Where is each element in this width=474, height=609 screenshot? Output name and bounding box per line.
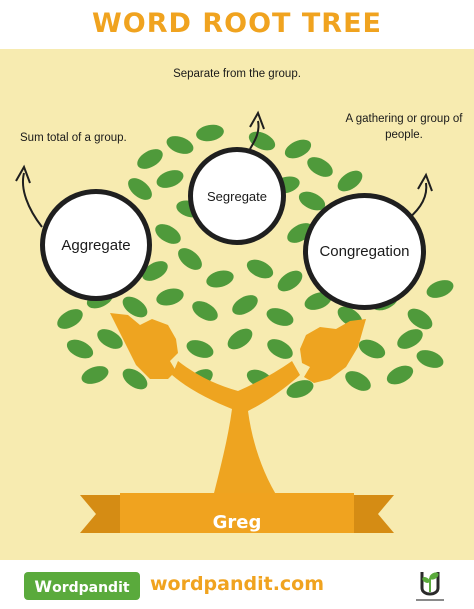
leaf-icon bbox=[266, 308, 294, 326]
footer: Wordpandit wordpandit.com bbox=[0, 560, 474, 609]
leaf-icon bbox=[345, 371, 371, 391]
word-node-congregation: Congregation bbox=[303, 193, 426, 310]
word-node-segregate: Segregate bbox=[188, 147, 286, 245]
leaf-icon bbox=[248, 131, 276, 151]
left-hand-icon bbox=[110, 313, 178, 379]
leaf-icon bbox=[57, 309, 83, 329]
definition-aggregate: Sum total of a group. bbox=[20, 132, 127, 144]
curved-arrow-icon bbox=[249, 120, 260, 150]
leaf-icon bbox=[166, 136, 194, 154]
leaf-icon bbox=[298, 191, 326, 211]
leaf-icon bbox=[267, 339, 293, 359]
site-link[interactable]: wordpandit.com bbox=[149, 573, 325, 595]
leaf-icon bbox=[337, 170, 363, 192]
curved-arrow-icon bbox=[22, 172, 43, 228]
tree-panel: Separate from the group. Sum total of a … bbox=[0, 49, 474, 560]
leaf-icon bbox=[284, 139, 312, 159]
leaf-icon bbox=[122, 296, 148, 318]
leaf-icon bbox=[66, 339, 94, 359]
leaf-icon bbox=[196, 124, 224, 142]
page-title: WORD ROOT TREE bbox=[92, 8, 382, 39]
word-label: Segregate bbox=[207, 188, 267, 204]
wordpandit-logo-icon[interactable]: Wordpandit bbox=[24, 572, 140, 600]
leaf-icon bbox=[178, 248, 202, 270]
leaf-icon bbox=[416, 350, 444, 368]
right-hand-icon bbox=[300, 319, 366, 383]
root-word-label: Greg bbox=[212, 512, 262, 533]
leaf-icon bbox=[186, 340, 214, 358]
leaf-icon bbox=[192, 301, 218, 321]
leaf-icon bbox=[97, 329, 123, 349]
leaf-icon bbox=[246, 259, 274, 279]
leaf-icon bbox=[137, 149, 163, 169]
leaf-icon bbox=[277, 270, 303, 292]
word-node-aggregate: Aggregate bbox=[40, 189, 152, 301]
ribbon-tail-left bbox=[80, 495, 128, 533]
word-label: Congregation bbox=[319, 243, 410, 260]
learning-sprout-icon bbox=[416, 572, 444, 601]
leaf-icon bbox=[307, 157, 333, 177]
leaf-icon bbox=[227, 328, 253, 350]
leaf-icon bbox=[397, 329, 423, 349]
leaf-icon bbox=[128, 178, 152, 200]
definition-segregate: Separate from the group. bbox=[173, 68, 301, 80]
leaf-icon bbox=[358, 339, 386, 359]
leaf-icon bbox=[206, 270, 234, 288]
leaf-icon bbox=[81, 366, 109, 384]
tree-trunk bbox=[172, 361, 300, 501]
logo-text: Wordpandit bbox=[34, 576, 130, 596]
leaf-icon bbox=[286, 380, 314, 398]
leaf-icon bbox=[156, 288, 184, 306]
word-label: Aggregate bbox=[61, 236, 131, 254]
leaf-icon bbox=[426, 280, 454, 298]
leaf-icon bbox=[122, 368, 148, 390]
leaf-icon bbox=[232, 295, 258, 315]
leaf-icon bbox=[156, 170, 184, 188]
leaf-icon bbox=[386, 365, 414, 385]
leaf-icon bbox=[155, 224, 181, 244]
ribbon-tail-right bbox=[346, 495, 394, 533]
leaf-icon bbox=[142, 261, 168, 281]
root-ribbon bbox=[120, 493, 354, 533]
definition-congregation: A gathering or group of people. bbox=[345, 113, 463, 141]
leaf-icon bbox=[407, 308, 433, 330]
